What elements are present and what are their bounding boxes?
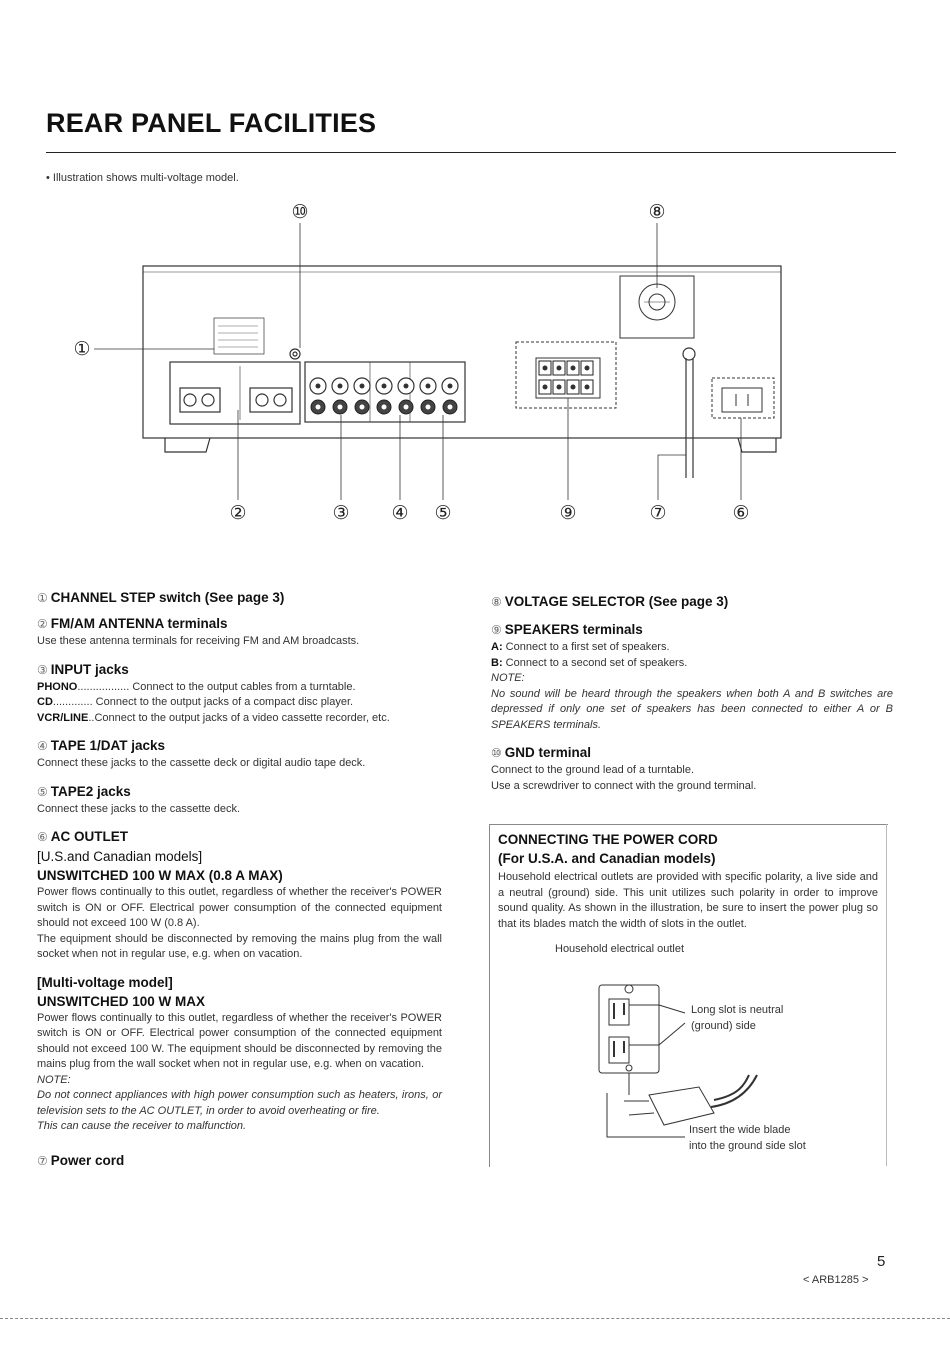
input-row-vcr: VCR/LINE..Connect to the output jacks of… [37, 711, 442, 727]
left-foot [164, 437, 211, 453]
power-body: Household electrical outlets are provide… [498, 871, 878, 930]
section-body: Connect these jacks to the cassette deck… [37, 802, 241, 815]
callout-2: ② [229, 503, 246, 524]
ac-body-3: Power flows continually to this outlet, … [37, 1011, 442, 1071]
callout-6: ⑥ [732, 503, 749, 524]
speaker-note: No sound will be heard through the speak… [491, 687, 893, 731]
document-code: < ARB1285 > [803, 1274, 869, 1286]
row-text: ................. Connect to the output … [77, 680, 356, 693]
chassis-outline [142, 265, 782, 439]
section-number: ⑧ [491, 595, 502, 609]
gnd-body-1: Connect to the ground lead of a turntabl… [491, 764, 695, 776]
input-row-cd: CD............. Connect to the output ja… [37, 695, 442, 711]
section-body: Connect these jacks to the cassette deck… [37, 757, 366, 769]
insert-label-1: Insert the wide blade [689, 1124, 791, 1136]
section-number: ⑩ [491, 746, 502, 760]
bottom-rule [0, 1318, 950, 1319]
section-heading: FM/AM ANTENNA terminals [50, 616, 228, 631]
power-cord-box-edge [886, 824, 887, 1166]
section-number: ③ [37, 662, 48, 677]
section-number: ④ [37, 739, 48, 753]
callout-9: ⑨ [559, 503, 576, 524]
insert-label-2: into the ground side slot [689, 1140, 806, 1152]
section-number: ① [37, 591, 48, 605]
plug-body [648, 1086, 715, 1126]
long-slot-label-1: Long slot is neutral [691, 1004, 783, 1016]
ac-sub-multi: [Multi-voltage model] [37, 974, 173, 990]
row-label: A: [491, 641, 503, 653]
ac-sub-unswitched-multi: UNSWITCHED 100 W MAX [37, 993, 206, 1009]
section-number: ⑦ [37, 1153, 48, 1168]
section-heading: TAPE 1/DAT jacks [50, 738, 166, 753]
title-rule [46, 152, 896, 153]
power-cord-box [489, 824, 888, 1167]
callout-3: ③ [332, 503, 349, 524]
section-heading: SPEAKERS terminals [504, 622, 643, 637]
row-text: ............. Connect to the output jack… [52, 696, 354, 708]
outlet-caption: Household electrical outlet [555, 943, 685, 955]
speaker-note-label: NOTE: [491, 672, 525, 684]
section-heading: INPUT jacks [50, 661, 129, 677]
section-heading: GND terminal [504, 745, 592, 760]
ac-body-1: Power flows continually to this outlet, … [37, 886, 442, 929]
input-row-phono: PHONO................. Connect to the ou… [37, 680, 442, 696]
intro-note: • Illustration shows multi-voltage model… [46, 172, 239, 184]
section-body: Use these antenna terminals for receivin… [37, 635, 360, 647]
callout-10: ⑩ [291, 202, 308, 223]
row-text: Connect to a first set of speakers. [505, 641, 670, 653]
ac-note-2: This can cause the receiver to malfuncti… [37, 1120, 247, 1132]
power-cord-content: CONNECTING THE POWER CORD (For U.S.A. an… [498, 830, 878, 958]
power-heading: CONNECTING THE POWER CORD [498, 832, 718, 847]
row-text: ..Connect to the output jacks of a video… [88, 711, 390, 724]
section-number: ⑨ [491, 623, 502, 637]
right-foot [737, 437, 777, 453]
ac-body-2: The equipment should be disconnected by … [37, 932, 442, 961]
section-heading: Power cord [50, 1152, 125, 1168]
long-slot-label-2: (ground) side [691, 1020, 756, 1032]
callout-1: ① [73, 339, 90, 360]
section-heading: AC OUTLET [50, 829, 129, 844]
page-title: REAR PANEL FACILITIES [46, 108, 377, 138]
callout-4: ④ [391, 503, 408, 524]
row-text: Connect to a second set of speakers. [505, 656, 688, 669]
callout-8: ⑧ [648, 202, 665, 223]
page-number: 5 [877, 1253, 886, 1270]
power-subheading: (For U.S.A. and Canadian models) [498, 851, 716, 866]
section-number: ⑥ [37, 830, 48, 844]
row-label: CD [37, 696, 53, 708]
gnd-body-2: Use a screwdriver to connect with the gr… [491, 779, 757, 792]
callout-7: ⑦ [649, 503, 666, 524]
speaker-row-b: B: Connect to a second set of speakers. [491, 656, 893, 672]
outlet-plug-illustration: Long slot is neutral (ground) side Inser… [598, 984, 806, 1152]
row-label: PHONO [37, 680, 78, 693]
ac-sub-unswitched-us: UNSWITCHED 100 W MAX (0.8 A MAX) [37, 868, 283, 883]
ac-note-label: NOTE: [37, 1073, 71, 1086]
section-heading: CHANNEL STEP switch (See page 3) [50, 590, 285, 605]
speaker-row-a: A: Connect to a first set of speakers. [491, 640, 893, 656]
row-label: VCR/LINE [37, 711, 89, 724]
ac-note-1: Do not connect appliances with high powe… [37, 1089, 442, 1117]
ac-sub-us: [U.S.and Canadian models] [37, 849, 203, 864]
row-label: B: [491, 656, 503, 669]
section-number: ⑤ [37, 784, 48, 799]
section-heading: TAPE2 jacks [50, 783, 131, 799]
section-heading: VOLTAGE SELECTOR (See page 3) [504, 594, 729, 609]
rear-panel-diagram: ⑩ ⑧ ① ② ③ ④ ⑤ ⑨ ⑦ ⑥ [73, 202, 782, 524]
section-number: ② [37, 617, 48, 631]
callout-5: ⑤ [434, 503, 451, 524]
